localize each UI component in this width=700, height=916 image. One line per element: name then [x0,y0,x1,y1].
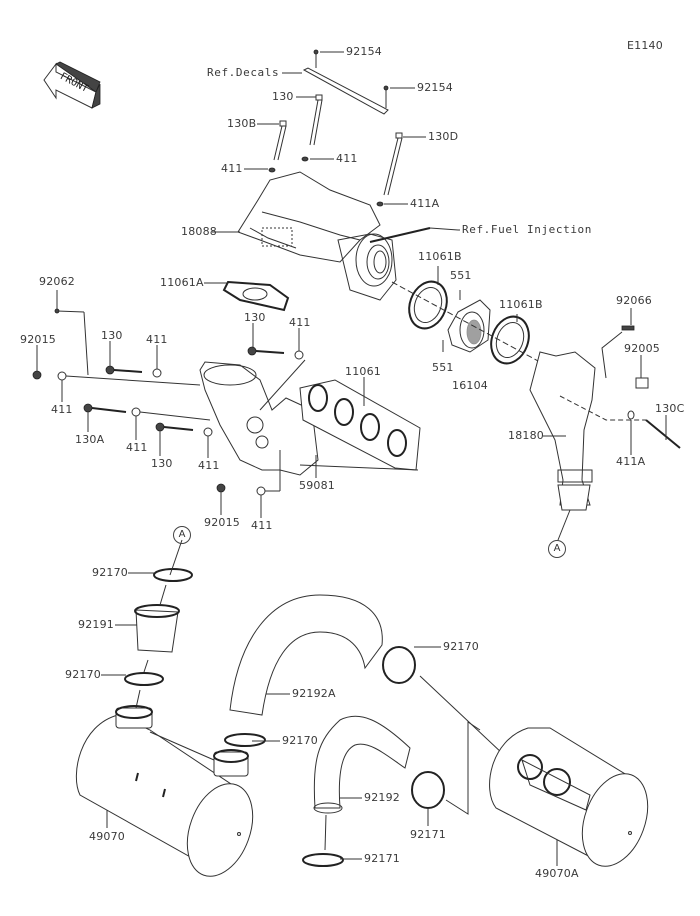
part-label-130[interactable]: 130 [151,457,173,470]
muffler-49070 [75,705,254,877]
part-label-92171[interactable]: 92171 [364,852,400,865]
part-label-130C[interactable]: 130C [655,402,685,415]
hose-92192 [313,715,411,814]
part-label-411[interactable]: 411 [289,316,311,329]
part-label-11061B[interactable]: 11061B [418,250,462,263]
part-label-92005[interactable]: 92005 [624,342,660,355]
part-label-92062[interactable]: 92062 [39,275,75,288]
hose-92192A [229,594,383,716]
part-label-411[interactable]: 411 [221,162,243,175]
part-label-130D[interactable]: 130D [428,130,459,143]
part-label-92171[interactable]: 92171 [410,828,446,841]
part-label-411A[interactable]: 411A [410,197,440,210]
part-label-92191[interactable]: 92191 [78,618,114,631]
part-label-11061[interactable]: 11061 [345,365,381,378]
fitting-92005 [635,377,649,389]
bolt-92066 [621,325,635,331]
part-label-49070A[interactable]: 49070A [535,867,579,880]
ref-fuel-injection-label[interactable]: Ref.Fuel Injection [462,223,593,236]
clamp-92171-a [302,853,344,867]
part-label-551[interactable]: 551 [450,269,472,282]
gasket-11061B-right [490,315,530,365]
part-label-551[interactable]: 551 [432,361,454,374]
clamp-92171-b [411,771,445,809]
part-label-92154[interactable]: 92154 [417,81,453,94]
bolt-130C [645,419,681,449]
part-label-92066[interactable]: 92066 [616,294,652,307]
decal-strip [302,49,389,115]
gasket-11061 [299,379,421,471]
bolt-130B [273,120,287,161]
part-label-92154[interactable]: 92154 [346,45,382,58]
exhaust-elbow-18180 [529,351,596,541]
part-label-92015[interactable]: 92015 [204,516,240,529]
diagram-code: E1140 [627,39,663,52]
part-label-59081[interactable]: 59081 [299,479,335,492]
clamp-92170-a [153,568,193,582]
bolt-130-top [309,94,323,146]
part-label-92015[interactable]: 92015 [20,333,56,346]
part-label-16104[interactable]: 16104 [452,379,488,392]
gasket-11061A [222,280,290,312]
part-label-411[interactable]: 411 [126,441,148,454]
leader-lines [36,51,667,866]
ref-decals-label[interactable]: Ref.Decals [207,66,280,79]
bolt-130D [383,132,403,196]
part-label-18180[interactable]: 18180 [508,429,544,442]
part-label-130[interactable]: 130 [244,311,266,324]
clamp-92170-b [124,672,164,686]
part-label-92192A[interactable]: 92192A [292,687,336,700]
sleeve-92191 [134,604,180,653]
clamp-92170-d [382,646,416,684]
part-label-130B[interactable]: 130B [227,117,257,130]
part-label-130A[interactable]: 130A [75,433,105,446]
part-label-92170[interactable]: 92170 [65,668,101,681]
part-label-411[interactable]: 411 [51,403,73,416]
part-label-18088[interactable]: 18088 [181,225,217,238]
reference-marker-a: A [173,526,191,544]
part-label-411[interactable]: 411 [336,152,358,165]
part-label-11061A[interactable]: 11061A [160,276,204,289]
front-arrow-icon: FRONT [43,61,101,109]
part-label-92170[interactable]: 92170 [282,734,318,747]
adapter-16104 [447,299,491,353]
muffler-49070A [489,727,649,867]
clamp-92170-c [224,733,266,747]
reference-marker-a: A [548,540,566,558]
part-label-411[interactable]: 411 [251,519,273,532]
part-label-92170[interactable]: 92170 [92,566,128,579]
part-label-411A[interactable]: 411A [616,455,646,468]
exhaust-manifold-18088 [237,171,397,301]
part-label-411[interactable]: 411 [146,333,168,346]
part-label-49070[interactable]: 49070 [89,830,125,843]
part-label-92192[interactable]: 92192 [364,791,400,804]
part-label-130[interactable]: 130 [101,329,123,342]
gasket-11061B-left [408,280,448,330]
part-label-92170[interactable]: 92170 [443,640,479,653]
part-label-11061B[interactable]: 11061B [499,298,543,311]
part-label-411[interactable]: 411 [198,459,220,472]
part-label-130[interactable]: 130 [272,90,294,103]
exhaust-manifold-59081 [199,361,319,476]
